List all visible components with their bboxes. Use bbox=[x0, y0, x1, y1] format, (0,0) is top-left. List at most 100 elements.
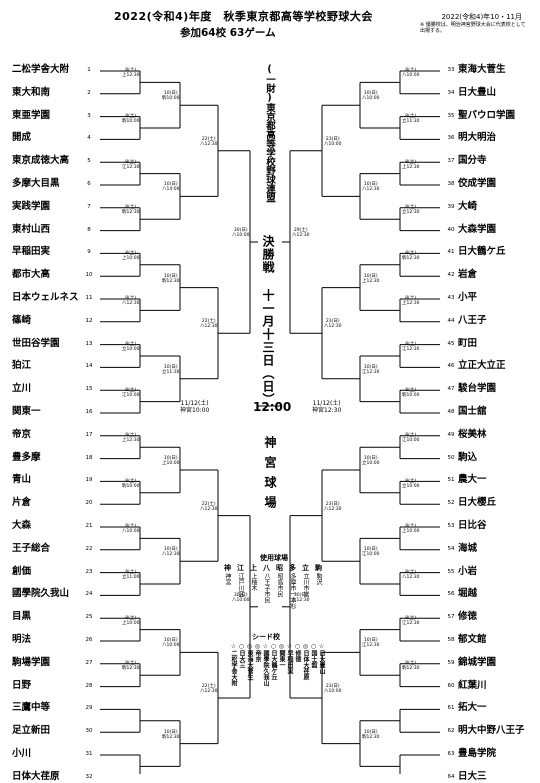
team-number: 45 bbox=[447, 340, 455, 347]
team-name: 國學院久我山 bbox=[12, 588, 70, 600]
match-date: 10(日) 上12:30 bbox=[362, 273, 380, 284]
match-date: 10(日) 駒12:30 bbox=[362, 729, 380, 740]
match-date: 30(日) 八10:00 bbox=[232, 228, 250, 238]
team-number: 48 bbox=[447, 409, 455, 415]
match-date: 8(土) 八10:00 bbox=[402, 68, 420, 79]
team-name: 錦城学園 bbox=[458, 656, 497, 668]
team-name: 帝京 bbox=[12, 428, 32, 440]
team-name: 聖パウロ学園 bbox=[458, 109, 516, 121]
match-date: 8(土) 立11:00 bbox=[122, 570, 140, 580]
match-date: 8(土) 八12:30 bbox=[122, 296, 140, 307]
team-name: 片倉 bbox=[12, 497, 32, 509]
venue-abbr: 上 bbox=[250, 564, 257, 572]
team-name: 青山 bbox=[12, 474, 32, 486]
team-name: 東村山西 bbox=[12, 223, 51, 235]
team-number: 55 bbox=[447, 568, 455, 575]
venue-abbr: 江 bbox=[237, 564, 244, 572]
match-date: 10(日) 八10:00 bbox=[162, 638, 180, 649]
team-number: 56 bbox=[447, 591, 455, 598]
team-name: 日大三 bbox=[458, 770, 487, 782]
final-label: 決勝戦 十一月十三日（日） bbox=[261, 235, 275, 406]
team-number: 52 bbox=[447, 500, 455, 507]
team-name: 都市大高 bbox=[12, 269, 51, 281]
team-number: 8 bbox=[87, 226, 91, 233]
team-number: 61 bbox=[447, 705, 455, 712]
venues-title: 使用球場 bbox=[260, 554, 288, 562]
match-date: 8(土) 駒10:00 bbox=[122, 114, 140, 124]
match-date: 22(土) 八12:30 bbox=[200, 319, 218, 330]
team-number: 36 bbox=[447, 135, 455, 142]
tournament-subtitle: 参加64校 63ゲーム bbox=[180, 27, 276, 39]
team-name: 日大豊山 bbox=[458, 86, 497, 98]
team-number: 10 bbox=[85, 272, 93, 279]
seed-team: ☆二松学舎大附 bbox=[230, 643, 237, 686]
match-date: 8(土) 江10:00 bbox=[402, 433, 420, 444]
venue-abbr: 多 bbox=[289, 564, 296, 572]
match-date: 23(日) 八10:00 bbox=[324, 684, 342, 694]
venue-abbr: 立 bbox=[302, 564, 309, 572]
team-name: 早稲田実 bbox=[12, 246, 51, 258]
team-name: 堀越 bbox=[458, 588, 478, 600]
match-date: 10(日) 八10:00 bbox=[362, 91, 380, 102]
team-name: 日体大荏原 bbox=[12, 770, 60, 782]
team-name: 足立新田 bbox=[12, 725, 51, 737]
match-date: 22(土) 八12:30 bbox=[200, 684, 218, 694]
team-name: 八王子 bbox=[458, 314, 487, 326]
team-name: 東大和南 bbox=[12, 86, 51, 98]
team-name: 郁文館 bbox=[458, 634, 487, 645]
team-number: 40 bbox=[447, 226, 455, 233]
match-date: 8(土) 立10:00 bbox=[402, 478, 420, 489]
team-name: 東亜学園 bbox=[12, 109, 51, 121]
team-number: 28 bbox=[85, 682, 93, 689]
team-number: 20 bbox=[85, 500, 93, 507]
team-number: 4 bbox=[87, 135, 91, 142]
match-date: 23(日) 八10:00 bbox=[324, 136, 342, 147]
team-name: 二松学舎大附 bbox=[12, 64, 70, 75]
team-number: 23 bbox=[85, 568, 93, 575]
team-number: 58 bbox=[447, 637, 455, 643]
team-name: 日大鶴ケ丘 bbox=[458, 246, 506, 258]
match-date: 8(土) 上10:00 bbox=[122, 250, 140, 261]
match-date: 22(土) 八12:30 bbox=[200, 136, 218, 147]
team-name: 大森 bbox=[12, 520, 32, 531]
team-name: 小川 bbox=[12, 748, 32, 759]
team-entry: 片倉 20 bbox=[12, 497, 96, 509]
team-number: 5 bbox=[87, 158, 91, 165]
team-number: 44 bbox=[447, 317, 455, 324]
team-number: 29 bbox=[85, 705, 93, 712]
match-date: 10(日) 駒10:00 bbox=[162, 91, 180, 102]
venue-name: 江戸川区 bbox=[237, 573, 244, 597]
team-name: 駒込 bbox=[458, 451, 478, 463]
team-number: 64 bbox=[447, 773, 455, 780]
seed-team: ☆早稲田実 bbox=[286, 643, 293, 674]
match-date: 8(土) 立12:30 bbox=[402, 205, 420, 216]
match-date: 8(土) 八12:30 bbox=[402, 570, 420, 580]
seed-team: ☆日大豊山 bbox=[318, 643, 325, 674]
venue: 神宮球場 bbox=[263, 436, 277, 516]
match-date: 10(日) 江12:30 bbox=[362, 638, 380, 649]
venue-abbr: 神 bbox=[224, 564, 231, 572]
team-number: 1 bbox=[87, 67, 91, 73]
